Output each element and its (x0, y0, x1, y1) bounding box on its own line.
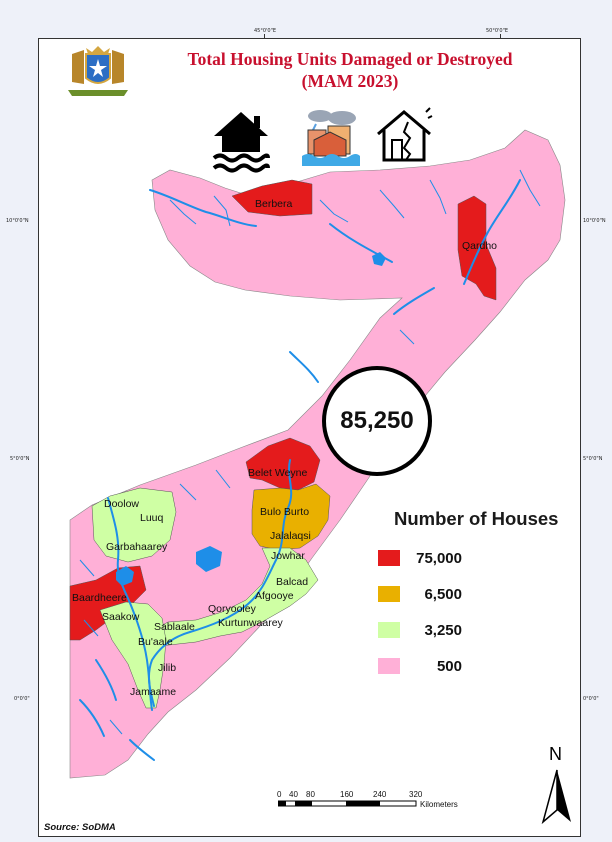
place-label-afgooye: Afgooye (255, 590, 294, 602)
legend-value-75000: 75,000 (416, 550, 462, 567)
legend-value-500: 500 (436, 658, 462, 675)
place-label-jamaame: Jamaame (130, 686, 177, 698)
cracked-house-icon (377, 107, 433, 162)
latitude-label-0-left: 0°0'0" (14, 696, 30, 702)
source-credit: Source: SoDMA (44, 822, 116, 833)
place-label-qardho: Qardho (462, 240, 498, 252)
legend-swatch-500 (378, 658, 400, 674)
scale-bar (278, 800, 417, 807)
place-label-qoryooley: Qoryooley (208, 603, 256, 615)
longitude-tick-50e (500, 34, 501, 39)
latitude-label-5n-right: 5°0'0"N (583, 456, 603, 462)
scale-tick-0: 0 (277, 790, 282, 799)
legend-value-3250: 3,250 (424, 622, 462, 639)
place-label-luuq: Luuq (140, 512, 164, 524)
legend-swatch-75000 (378, 550, 400, 566)
longitude-label-50e: 50°0'0"E (486, 28, 509, 34)
somalia-coat-of-arms-icon (68, 46, 128, 96)
scale-tick-320: 320 (409, 790, 423, 799)
scale-tick-40: 40 (289, 790, 298, 799)
place-label-jalalaqsi: Jalalaqsi (270, 530, 311, 542)
place-label-berbera: Berbera (255, 198, 293, 210)
stream-network (79, 169, 541, 735)
place-label-jilib: Jilib (158, 662, 177, 674)
latitude-label-10n-right: 10°0'0"N (583, 218, 606, 224)
place-label-doolow: Doolow (104, 498, 140, 510)
place-label-saakow: Saakow (102, 611, 140, 623)
lake-east-jubbada (196, 546, 222, 572)
place-label-garbahaarey: Garbahaarey (106, 541, 168, 553)
place-label-jowhar: Jowhar (271, 550, 305, 562)
north-arrow-icon (541, 769, 571, 824)
scale-tick-240: 240 (373, 790, 387, 799)
map-title-line2: (MAM 2023) (301, 71, 399, 91)
flooded-house-icon (212, 112, 270, 173)
legend-swatch-3250 (378, 622, 400, 638)
map-title-line1: Total Housing Units Damaged or Destroyed (187, 49, 513, 69)
region-beletweyne (245, 437, 321, 491)
north-arrow-label: N (549, 744, 562, 764)
latitude-label-5n-left: 5°0'0"N (10, 456, 30, 462)
place-label-kurtunwaarey: Kurtunwaarey (218, 617, 283, 629)
scale-tick-80: 80 (306, 790, 315, 799)
total-houses-circle: 85,250 (322, 366, 432, 476)
latitude-label-0-right: 0°0'0" (583, 696, 599, 702)
legend-title: Number of Houses (394, 508, 559, 529)
place-label-buaale: Bu'aale (138, 636, 173, 648)
latitude-label-10n-left: 10°0'0"N (6, 218, 29, 224)
place-label-balcad: Balcad (276, 576, 309, 588)
place-label-beletweyne: Belet Weyne (248, 467, 308, 479)
region-buloburto (251, 483, 331, 551)
scale-tick-160: 160 (340, 790, 354, 799)
longitude-tick-45e (264, 34, 265, 39)
place-label-baardheere: Baardheere (72, 592, 127, 604)
legend-value-6500: 6,500 (424, 586, 462, 603)
scale-unit: Kilometers (420, 800, 458, 809)
total-houses-value: 85,250 (340, 407, 414, 434)
place-label-sablaale: Sablaale (154, 621, 195, 633)
lake-upper (372, 252, 386, 266)
river-network (79, 179, 521, 761)
region-luuq-doolow (91, 487, 177, 563)
region-middle-shabelle (149, 547, 319, 647)
place-label-buloburto: Bulo Burto (260, 506, 310, 518)
region-berbera (231, 179, 313, 217)
legend-swatch-6500 (378, 586, 400, 602)
longitude-label-45e: 45°0'0"E (254, 28, 277, 34)
flooded-town-icon (302, 110, 360, 166)
